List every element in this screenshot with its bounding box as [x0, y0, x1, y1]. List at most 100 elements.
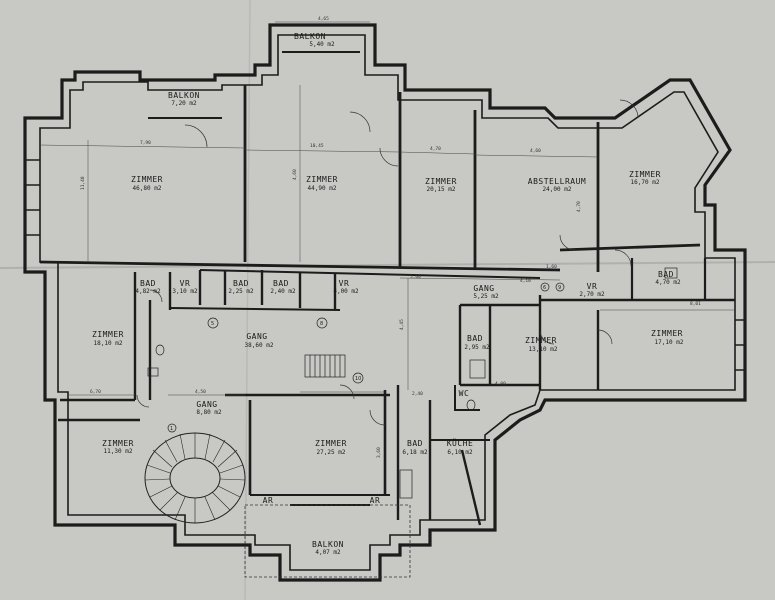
dim-label: 4,60: [530, 148, 541, 154]
dim-label: 4,10: [520, 278, 531, 284]
toilet: [466, 399, 476, 411]
room-name: BAD: [407, 439, 423, 448]
room-area: 4,70 m2: [655, 279, 681, 286]
room-area: 11,30 m2: [104, 448, 133, 455]
marker-label: 1: [170, 426, 173, 432]
wall: [735, 319, 745, 371]
marker-label: 5: [211, 321, 214, 327]
room-area: 18,10 m2: [94, 340, 123, 347]
room-area: 27,25 m2: [317, 449, 346, 456]
paper-fold: [0, 261, 775, 269]
door-swing: [369, 409, 386, 426]
room-area: 38,60 m2: [245, 342, 274, 349]
door-swing: [559, 234, 576, 251]
room-name: ZIMMER: [102, 439, 134, 448]
room-name: VR: [180, 279, 191, 288]
room-area: 2,40 m2: [270, 288, 296, 295]
room-area: 6,18 m2: [402, 449, 428, 456]
room-name: ZIMMER: [629, 170, 661, 179]
marker-label: 8: [320, 321, 323, 327]
door-swing: [349, 111, 371, 133]
room-area: 5,25 m2: [473, 293, 499, 300]
door-swing: [619, 99, 639, 119]
room-name: ZIMMER: [425, 177, 457, 186]
room-name: BAD: [658, 270, 674, 279]
walls: [23, 23, 747, 582]
room-name: BALKON: [294, 32, 326, 41]
spiral-staircase: [144, 432, 246, 524]
door-swing: [184, 124, 208, 148]
dim-label: 11,40: [80, 176, 86, 190]
outer-wall-inner: [39, 34, 736, 571]
room-name: BALKON: [168, 91, 200, 100]
room-area: 3,10 m2: [172, 288, 198, 295]
dim-label: 8,01: [690, 301, 701, 307]
room-labels: BALKON 5,40 m2 BALKON 7,20 m2 ZIMMER 46,…: [92, 32, 684, 556]
room-name: BAD: [233, 279, 249, 288]
room-name: GANG: [473, 284, 494, 293]
dim-label: 7,90: [140, 140, 151, 146]
dim-label: 3,60: [376, 447, 382, 458]
marker-circle: [540, 282, 550, 292]
room-name: ZIMMER: [525, 336, 557, 345]
dim-label: 4,50: [195, 389, 206, 395]
wall: [169, 307, 341, 311]
wall: [199, 269, 541, 279]
wall: [460, 449, 482, 526]
room-name: BAD: [140, 279, 156, 288]
dim-label: 4,70: [576, 201, 582, 212]
markers: 5 8 10 6 9 1: [167, 282, 565, 433]
room-name: VR: [339, 279, 350, 288]
room-area: 17,10 m2: [655, 339, 684, 346]
room-name: KÜCHE: [447, 438, 474, 448]
dim-label: 4,45: [399, 319, 405, 330]
door-swing: [379, 147, 399, 167]
dim-line: [399, 277, 561, 281]
room-name: VR: [587, 282, 598, 291]
stairs: [304, 354, 346, 378]
wall: [39, 260, 561, 272]
room-area: 24,00 m2: [543, 186, 572, 193]
wall: [25, 159, 40, 236]
marker-circle: [207, 317, 219, 329]
room-area: 46,80 m2: [133, 185, 162, 192]
marker-circle: [316, 317, 328, 329]
room-area: 16,70 m2: [631, 179, 660, 186]
dimension-lines: [39, 21, 735, 396]
staircase-steps: [144, 433, 246, 523]
room-name: ZIMMER: [315, 439, 347, 448]
room-name: BALKON: [312, 540, 344, 549]
paper-fold: [244, 0, 251, 600]
room-name: BAD: [273, 279, 289, 288]
dim-line: [39, 144, 246, 149]
dim-label: 2,40: [412, 391, 423, 397]
dim-label: 4,70: [430, 146, 441, 152]
dimension-labels: 4,65 7,90 10,45 4,70 4,60 11,40 4,60 5,6…: [80, 16, 701, 458]
dim-label: 1,60: [546, 264, 557, 270]
washbasin: [147, 367, 159, 377]
door-swing: [136, 394, 150, 408]
dim-label: 10,45: [310, 143, 324, 149]
washbasin: [664, 267, 678, 279]
room-area: 2,25 m2: [228, 288, 254, 295]
door-swing: [339, 384, 355, 400]
room-name: ZIMMER: [92, 330, 124, 339]
room-name: AR: [370, 496, 381, 505]
room-area: 4,00 m2: [333, 288, 359, 295]
room-area: 2,70 m2: [579, 291, 605, 298]
fixtures: [147, 267, 678, 499]
room-name: ZIMMER: [131, 175, 163, 184]
room-name: ABSTELLRAUM: [528, 177, 586, 186]
room-name: GANG: [246, 332, 267, 341]
bathtub: [469, 359, 486, 379]
marker-label: 9: [558, 285, 561, 291]
door-swing: [539, 329, 555, 345]
marker-circle: [352, 372, 364, 384]
dim-label: 4,00: [495, 381, 506, 387]
room-area: 8,80 m2: [196, 409, 222, 416]
room-name: WC: [459, 389, 470, 398]
wall: [559, 243, 701, 252]
marker-label: 10: [355, 376, 361, 382]
room-name: GANG: [196, 400, 217, 409]
